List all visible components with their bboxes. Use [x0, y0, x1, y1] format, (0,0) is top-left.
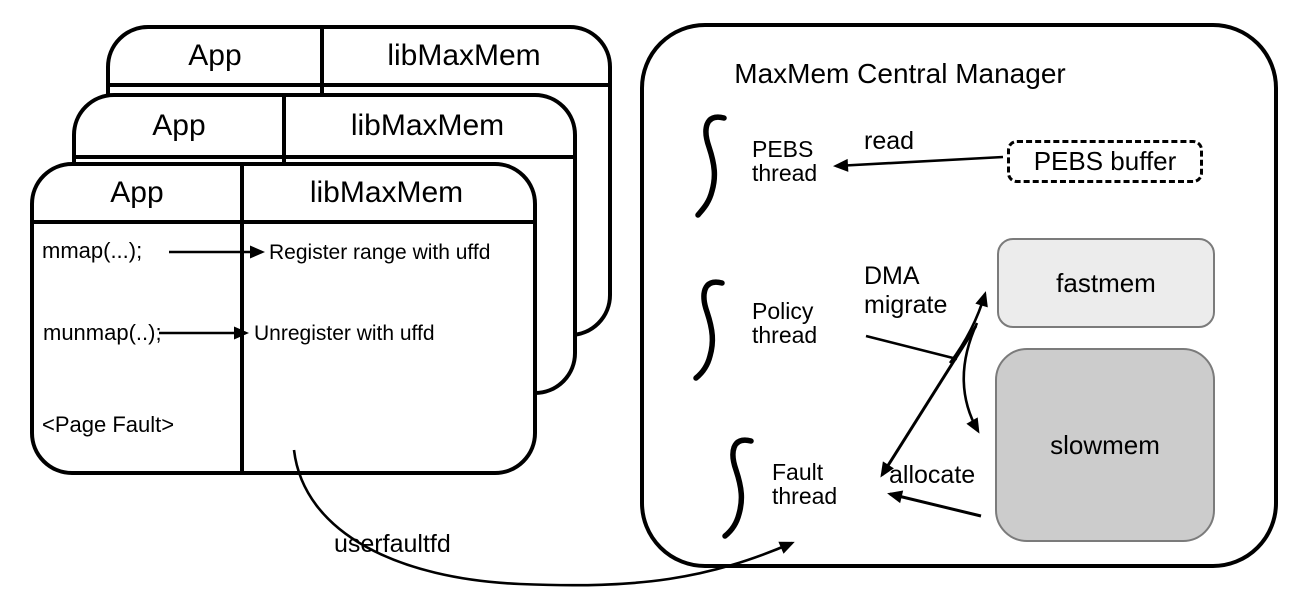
userfaultfd-label: userfaultfd — [334, 530, 451, 558]
pebs-buffer-box: PEBS buffer — [1007, 140, 1203, 183]
app-header-label: App — [188, 39, 242, 72]
register-range-text: Register range with uffd — [269, 241, 491, 264]
pebs-thread-label: PEBS thread — [752, 137, 817, 185]
slowmem-box: slowmem — [995, 348, 1215, 542]
libmaxmem-header-label: libMaxMem — [350, 109, 505, 142]
manager-title: MaxMem Central Manager — [734, 58, 1066, 89]
fault-thread-line1: Fault — [772, 459, 824, 485]
slowmem-label: slowmem — [1050, 429, 1160, 460]
mmap-call-text: mmap(...); — [42, 238, 143, 263]
fault-thread-label: Fault thread — [772, 460, 837, 508]
fastmem-box: fastmem — [997, 238, 1215, 328]
app-card-front-divider — [240, 166, 244, 471]
munmap-call-text: munmap(..); — [43, 320, 162, 345]
dma-line1: DMA — [864, 262, 920, 290]
app-header-label: App — [152, 109, 206, 142]
page-fault-text: <Page Fault> — [42, 412, 175, 437]
pebs-thread-line1: PEBS — [752, 136, 814, 162]
libmaxmem-header-label: libMaxMem — [387, 39, 541, 72]
read-label: read — [864, 127, 915, 155]
policy-thread-label: Policy thread — [752, 299, 817, 347]
pebs-thread-line2: thread — [752, 160, 818, 186]
app-card-front-header: App libMaxMem — [34, 166, 533, 224]
unregister-text: Unregister with uffd — [254, 322, 435, 345]
app-card-front: App libMaxMem — [30, 162, 537, 475]
dma-line2: migrate — [864, 291, 948, 319]
fault-thread-line2: thread — [772, 483, 838, 509]
policy-thread-line2: thread — [752, 322, 818, 348]
app-card-back-header: App libMaxMem — [110, 29, 608, 87]
fastmem-label: fastmem — [1056, 267, 1156, 298]
app-header-label: App — [110, 176, 164, 209]
app-card-middle-header: App libMaxMem — [76, 97, 573, 159]
pebs-buffer-label: PEBS buffer — [1033, 146, 1177, 176]
policy-thread-line1: Policy — [752, 298, 814, 324]
allocate-label: allocate — [889, 461, 976, 489]
dma-migrate-label: DMA migrate — [864, 262, 947, 320]
libmaxmem-header-label: libMaxMem — [309, 176, 464, 209]
